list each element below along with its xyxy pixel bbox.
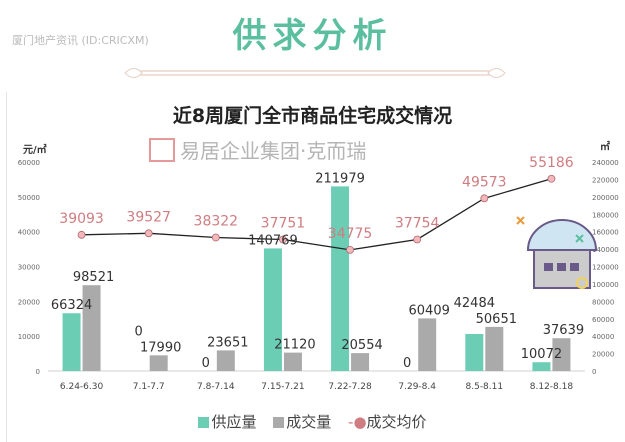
price-point <box>346 245 354 254</box>
supply-bar <box>532 362 551 371</box>
star-x-icon <box>516 216 525 225</box>
price-value-label: 49573 <box>462 174 507 190</box>
legend-supply-label: 供应量 <box>211 413 257 431</box>
sales-bar <box>485 326 504 371</box>
logo-watermark: 易居企业集团·克而瑞 <box>180 139 366 163</box>
price-value-label: 39527 <box>126 209 171 225</box>
line-marker-icon: -● <box>348 413 367 431</box>
left-axis-unit: 元/㎡ <box>23 143 47 156</box>
supply-value-label: 66324 <box>51 298 92 313</box>
star-x-icon <box>575 234 584 243</box>
price-point <box>413 235 422 244</box>
legend-price: -●成交均价 <box>348 413 427 431</box>
observatory-illustration <box>516 216 598 289</box>
right-tick-label: 80000 <box>592 298 614 306</box>
right-tick-label: 40000 <box>592 333 614 341</box>
left-tick-label: 10000 <box>18 333 40 341</box>
left-tick-label: 50000 <box>18 194 40 202</box>
frame-border <box>6 92 7 442</box>
x-tick-label: 7.15-7.21 <box>261 382 304 392</box>
supply-value-label: 0 <box>135 324 143 339</box>
right-tick-label: 220000 <box>592 176 619 184</box>
sales-value-label: 50651 <box>476 312 517 327</box>
price-point <box>211 233 220 242</box>
right-tick-label: 120000 <box>592 264 619 272</box>
price-value-label: 55186 <box>529 155 574 171</box>
supply-value-label: 140769 <box>248 233 298 248</box>
section-title: 供求分析 <box>232 16 393 56</box>
right-axis-unit: ㎡ <box>600 140 610 153</box>
watermark-text: 厦门地产资讯 (ID:CRICXM) <box>12 33 149 47</box>
x-tick-label: 8.12-8.18 <box>530 382 574 392</box>
sales-bar <box>216 350 235 371</box>
right-tick-label: 60000 <box>592 316 614 324</box>
left-tick-label: 0 <box>36 368 40 376</box>
watermarks: 厦门地产资讯 (ID:CRICXM) <box>12 33 149 47</box>
x-tick-label: 7.1-7.7 <box>133 382 165 392</box>
supply-bar <box>62 313 81 371</box>
left-tick-label: 20000 <box>18 298 40 306</box>
right-tick-label: 180000 <box>592 211 619 219</box>
supply-value-label: 0 <box>202 356 210 371</box>
supply-value-label: 0 <box>403 356 411 371</box>
price-value-label: 38322 <box>194 214 239 230</box>
right-tick-label: 160000 <box>592 229 619 237</box>
sales-value-label: 20554 <box>341 338 382 353</box>
sales-value-label: 37639 <box>543 323 584 338</box>
supply-bar <box>465 334 484 371</box>
price-value-label: 37751 <box>261 216 306 232</box>
price-point <box>144 229 153 238</box>
price-point <box>480 194 489 203</box>
logo-seal <box>149 138 175 162</box>
x-tick-label: 7.8-7.14 <box>197 382 235 392</box>
sales-value-label: 60409 <box>409 303 450 318</box>
price-line <box>81 178 552 251</box>
right-tick-label: 20000 <box>592 351 614 359</box>
legend-price-label: 成交均价 <box>366 413 427 431</box>
legend-supply: 供应量 <box>198 413 256 431</box>
chart-title: 近8周厦门全市商品住宅成交情况 <box>172 105 453 127</box>
left-tick-label: 40000 <box>18 229 40 237</box>
supply-swatch <box>198 417 210 428</box>
sales-bar <box>351 353 370 371</box>
sales-bar <box>82 285 101 371</box>
decorative-divider <box>124 68 506 78</box>
sales-value-label: 98521 <box>73 270 114 285</box>
x-tick-label: 6.24-6.30 <box>60 382 104 392</box>
price-value-label: 34775 <box>328 226 373 242</box>
left-tick-label: 30000 <box>18 264 40 272</box>
supply-bar <box>263 248 282 371</box>
x-tick-label: 7.22-7.28 <box>328 382 372 392</box>
sales-value-label: 21120 <box>274 338 315 353</box>
sales-bar <box>552 338 571 371</box>
price-point <box>279 235 287 244</box>
legend-sales: 成交量 <box>273 413 331 431</box>
legend-sales-label: 成交量 <box>286 413 332 431</box>
supply-bar <box>331 186 350 371</box>
legend: 供应量 成交量 -●成交均价 <box>0 411 625 432</box>
sales-value-label: 23651 <box>207 335 248 350</box>
sales-bar <box>283 352 302 371</box>
right-tick-label: 240000 <box>592 159 619 167</box>
sales-value-label: 17990 <box>140 340 181 355</box>
right-tick-label: 140000 <box>592 246 619 254</box>
price-point <box>547 174 556 183</box>
sales-swatch <box>273 417 285 428</box>
left-tick-label: 60000 <box>18 159 40 167</box>
right-tick-label: 0 <box>592 368 596 376</box>
right-tick-label: 100000 <box>592 281 619 289</box>
x-tick-label: 8.5-8.11 <box>466 382 504 392</box>
price-value-label: 37754 <box>395 215 440 231</box>
price-point <box>77 230 86 239</box>
x-tick-label: 7.29-8.4 <box>398 382 436 392</box>
price-value-label: 39093 <box>59 211 104 227</box>
supply-value-label: 10072 <box>521 347 562 362</box>
sales-bar <box>418 318 437 371</box>
supply-value-label: 42484 <box>454 296 495 311</box>
sales-bar <box>149 355 168 371</box>
right-tick-label: 200000 <box>592 194 619 202</box>
supply-value-label: 211979 <box>315 171 365 186</box>
